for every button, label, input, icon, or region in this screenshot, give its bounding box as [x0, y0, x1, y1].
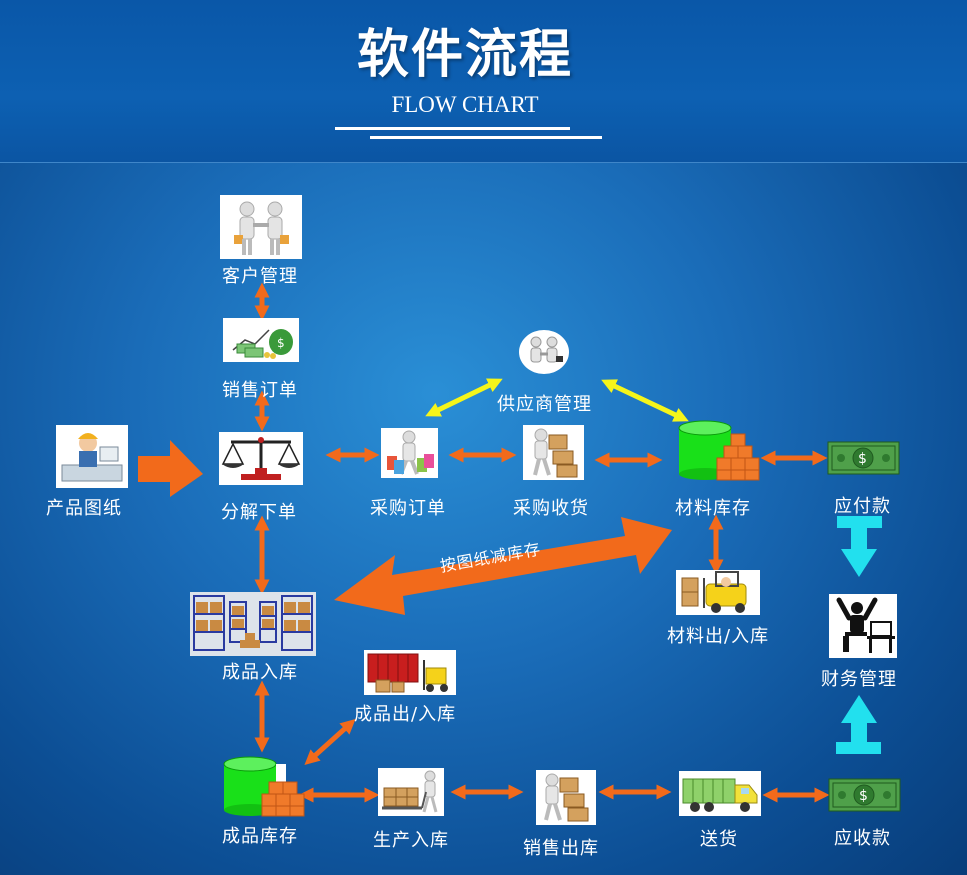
- finished-inout-label: 成品出/入库: [354, 704, 457, 725]
- arrow-drawing-decompose: [138, 440, 203, 497]
- purchase-receive-label: 采购收货: [513, 498, 589, 519]
- sales-out-icon: [536, 770, 596, 825]
- finished-inventory-label: 成品库存: [222, 826, 298, 847]
- decompose-order-label: 分解下单: [221, 502, 297, 523]
- arrow-supplier-material: [601, 379, 689, 422]
- sales-order-label: 销售订单: [222, 380, 298, 401]
- receivable-label: 应收款: [834, 828, 891, 849]
- customer-mgmt-icon: [220, 195, 302, 259]
- product-drawing-icon: [56, 425, 128, 488]
- header-band: [0, 0, 967, 163]
- production-in-label: 生产入库: [373, 830, 449, 851]
- finished-inout-icon: [364, 650, 456, 695]
- page-title: 软件流程: [356, 25, 573, 85]
- material-inout-label: 材料出/入库: [667, 626, 770, 647]
- material-inventory-icon: [677, 420, 763, 482]
- material-inout-icon: [676, 570, 760, 615]
- finished-in-icon: [190, 592, 316, 656]
- finance-mgmt-icon: [829, 594, 897, 658]
- finished-in-label: 成品入库: [222, 662, 298, 683]
- title-underline-2: [370, 136, 602, 139]
- payable-icon: $: [827, 441, 900, 475]
- arrow-inventory-finishedinout: [304, 718, 356, 766]
- purchase-order-icon: [381, 428, 438, 478]
- arrow-supplier-purchase: [425, 378, 503, 417]
- finance-mgmt-label: 财务管理: [821, 669, 897, 690]
- purchase-order-label: 采购订单: [370, 498, 446, 519]
- big-double-arrow: [334, 517, 672, 615]
- arrow-payable-finance: [837, 516, 882, 577]
- purchase-receive-icon: [523, 425, 584, 480]
- sales-out-label: 销售出库: [523, 838, 599, 859]
- delivery-label: 送货: [700, 829, 738, 850]
- page-subtitle: FLOW CHART: [391, 92, 539, 117]
- svg-text:$: $: [858, 451, 867, 467]
- arrow-receivable-finance: [836, 695, 881, 754]
- product-drawing-label: 产品图纸: [46, 498, 122, 519]
- title-underline-1: [335, 127, 570, 130]
- supplier-mgmt-icon: [519, 330, 569, 374]
- delivery-icon: [679, 771, 761, 816]
- decompose-order-icon: [219, 432, 303, 485]
- customer-mgmt-label: 客户管理: [222, 266, 298, 287]
- material-inventory-label: 材料库存: [675, 498, 751, 519]
- sales-order-icon: $: [223, 318, 299, 362]
- finished-inventory-icon: [222, 756, 308, 818]
- svg-text:$: $: [859, 788, 868, 804]
- supplier-mgmt-label: 供应商管理: [497, 394, 592, 415]
- receivable-icon: $: [828, 778, 901, 812]
- production-in-icon: [378, 768, 444, 816]
- payable-label: 应付款: [834, 496, 891, 517]
- svg-text:$: $: [277, 336, 285, 350]
